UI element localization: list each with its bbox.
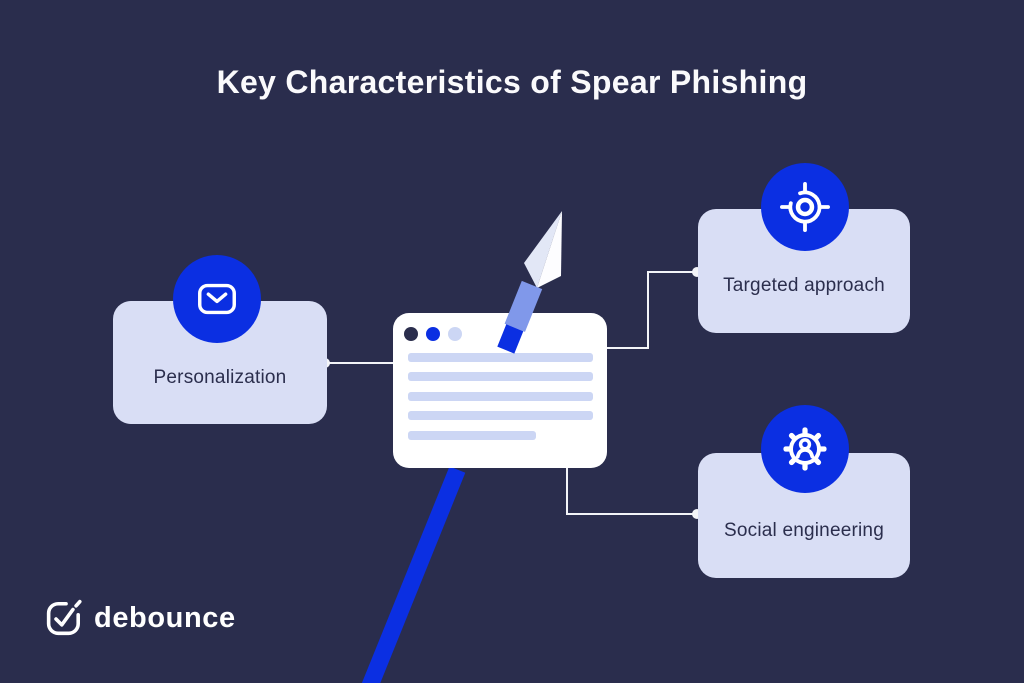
brand-logo: debounce (46, 599, 236, 637)
envelope-icon (198, 283, 236, 315)
window-dot (426, 327, 440, 341)
page-title: Key Characteristics of Spear Phishing (216, 64, 808, 100)
text-line-placeholder (408, 372, 593, 381)
card-label: Social engineering (724, 519, 884, 541)
spear-lower-shaft (361, 466, 466, 683)
badge-targeted-approach (761, 163, 849, 251)
card-label: Personalization (153, 366, 287, 388)
connector-bottom-right (566, 466, 697, 515)
card-personalization: Personalization (113, 301, 327, 424)
debounce-logo-icon (46, 599, 82, 636)
text-line-placeholder (408, 411, 593, 420)
text-line-placeholder (408, 392, 593, 401)
window-dot (404, 327, 418, 341)
gear-person-icon (783, 427, 827, 471)
target-icon (780, 182, 830, 232)
email-window-illustration (393, 313, 607, 468)
badge-social-engineering (761, 405, 849, 493)
spear-head-right-facet (537, 211, 562, 288)
text-line-placeholder (408, 431, 536, 440)
text-line-placeholder (408, 353, 593, 362)
badge-personalization (173, 255, 261, 343)
card-targeted-approach: Targeted approach (698, 209, 910, 333)
spear-head-left-facet (524, 211, 562, 288)
card-label: Targeted approach (723, 275, 885, 296)
window-dot (448, 327, 462, 341)
brand-name: debounce (94, 601, 236, 634)
connector-top-right (605, 271, 697, 349)
